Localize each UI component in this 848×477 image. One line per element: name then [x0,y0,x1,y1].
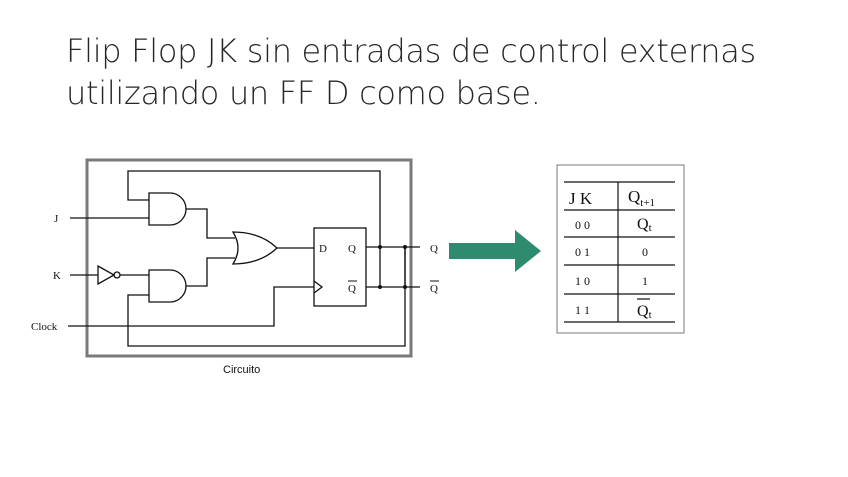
and-gate-1 [148,192,187,226]
circuit-frame [85,158,413,358]
d-flip-flop [313,227,367,307]
header-next-sub: t+1 [640,197,655,209]
row-2-next: 0 [642,245,648,259]
junction-dot [403,285,407,289]
truth-table: J K Qt+1 0 0 Qt 0 1 0 1 0 1 1 1 Qt [556,164,685,334]
slide-title-line-1: Flip Flop JK sin entradas de control ext… [66,32,756,70]
junction-dot [378,245,382,249]
slide-title: Flip Flop JK sin entradas de control ext… [66,30,826,114]
header-jk: J K [569,189,593,208]
clock-triangle [313,280,324,294]
and2-output-wire [186,257,235,287]
k-input-label: K [53,270,61,282]
header-next-state: Qt+1 [628,187,655,209]
q-output-label: Q [430,243,438,255]
circuit-caption: Circuito [223,364,260,376]
and1-output-wire [186,208,235,239]
ff-q-label: Q [348,243,356,255]
clock-input-label: Clock [31,321,58,333]
feedback-q-wire [127,170,381,247]
row-2-jk: 0 1 [575,245,590,259]
ff-d-label: D [319,243,327,255]
row-3-jk: 1 0 [575,274,590,288]
j-input-label: J [54,213,59,225]
row-1-next-main: Q [637,216,649,233]
row-1-next: Qt [637,216,652,234]
or-gate [231,231,278,265]
row-4-next-sub: t [649,309,652,321]
circuit-diagram [68,158,420,358]
clock-wire [68,286,314,327]
junction-dot [378,285,382,289]
ff-qbar-label: Q [348,283,356,295]
row-4-next: Qt [637,303,652,321]
row-4-next-main: Q [637,303,649,320]
row-1-jk: 0 0 [575,218,590,232]
feedback-qbar-wire [127,247,406,347]
row-1-next-sub: t [649,222,652,234]
header-next-main: Q [628,187,640,206]
junction-dot [403,245,407,249]
row-3-next: 1 [642,274,648,288]
not-gate [97,264,116,286]
slide-title-line-2: utilizando un FF D como base. [66,74,541,112]
right-arrow-icon [449,230,541,272]
truth-table-frame [556,164,685,334]
row-4-jk: 1 1 [575,303,590,317]
and-gate-2 [148,269,187,303]
qbar-output-label: Q [430,283,438,295]
